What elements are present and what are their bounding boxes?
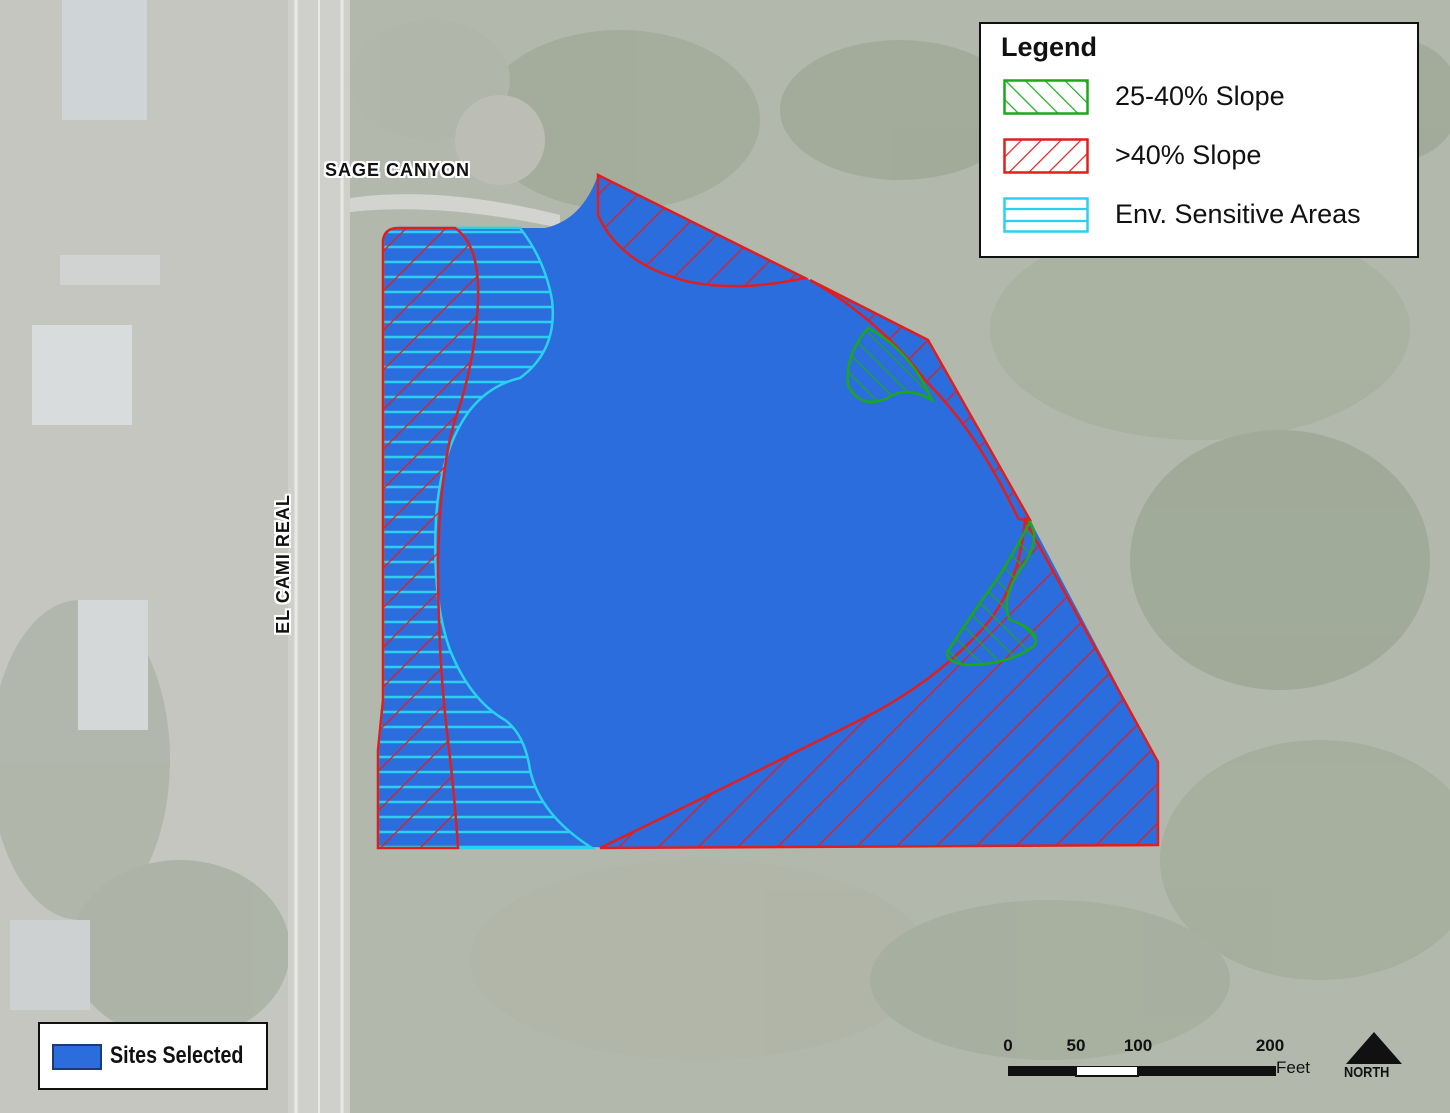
house-1 <box>32 325 132 425</box>
north-arrow-icon <box>1346 1032 1402 1064</box>
sites-selected-legend: Sites Selected <box>38 1022 268 1090</box>
slope-25-40-northeast <box>846 326 935 404</box>
house-4 <box>78 600 148 730</box>
slope-over-40-east <box>809 278 1033 522</box>
scale-bar: 0 50 100 200 Feet <box>990 1030 1350 1090</box>
sage-canyon-road <box>350 194 560 228</box>
sites-selected-swatch <box>52 1044 102 1070</box>
legend-swatch-cyan-lines <box>1003 197 1089 233</box>
north-label: NORTH <box>1344 1064 1390 1081</box>
north-arrow: NORTH <box>1342 1030 1406 1088</box>
legend-swatch-green-hatch <box>1003 79 1089 115</box>
house-5 <box>10 920 90 1010</box>
road-label-el-camino-real: EL CAMI REAL <box>273 494 293 634</box>
house-3 <box>62 0 147 120</box>
legend-swatch-red-hatch <box>1003 138 1089 174</box>
map-legend: Legend 25-40% Slope >40% Slope Env. Sens… <box>979 22 1419 258</box>
cul-de-sac <box>455 95 545 185</box>
legend-label: Env. Sensitive Areas <box>1115 199 1361 229</box>
scale-tick-200: 200 <box>1255 1036 1285 1055</box>
legend-label: >40% Slope <box>1115 140 1262 170</box>
scale-bar-graphic <box>1008 1066 1276 1077</box>
legend-title: Legend <box>1001 32 1098 62</box>
scale-unit: Feet <box>1276 1058 1311 1077</box>
scale-tick-100: 100 <box>1123 1036 1153 1055</box>
slope-over-40-west <box>376 226 480 850</box>
scale-tick-50: 50 <box>1066 1036 1086 1055</box>
road-label-sage-canyon: SAGE CANYON <box>325 160 471 180</box>
house-2 <box>60 255 160 285</box>
sites-selected-label: Sites Selected <box>110 1042 244 1069</box>
slope-over-40-north <box>596 172 809 288</box>
legend-label: 25-40% Slope <box>1115 81 1285 111</box>
slope-25-40-east <box>945 519 1037 667</box>
scale-tick-0: 0 <box>1003 1036 1013 1055</box>
